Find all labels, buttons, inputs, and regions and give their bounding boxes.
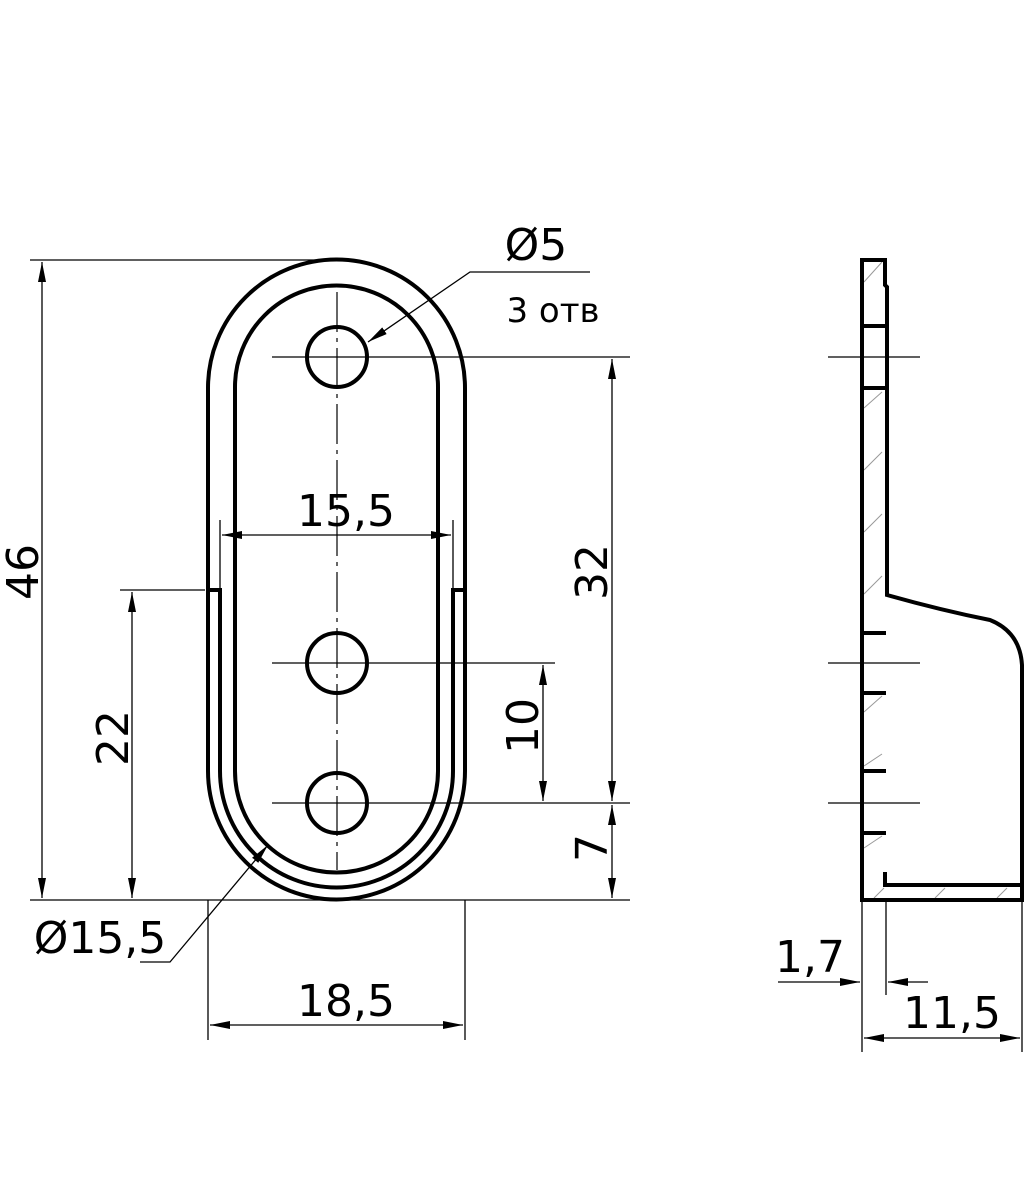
dim-18-5: 18,5 [210, 976, 463, 1029]
centerlines [272, 292, 630, 870]
dim-7: 7 [567, 805, 618, 898]
leader-arc-diameter: Ø15,5 [34, 844, 269, 964]
foot-inner [883, 872, 1022, 887]
hatching [863, 261, 1008, 899]
dim-label-depth: 11,5 [903, 988, 1001, 1039]
dim-label-hole-spacing-top: 32 [567, 544, 618, 600]
dim-32: 32 [567, 359, 618, 801]
side-centerlines [828, 356, 920, 804]
side-view: 1,7 11,5 [775, 258, 1024, 1052]
label-arc-diameter: Ø15,5 [34, 913, 167, 964]
label-hole-diameter: Ø5 [505, 220, 568, 271]
dim-15-5: 15,5 [222, 486, 451, 539]
dim-label-overall-height: 46 [0, 544, 49, 600]
dim-46: 46 [0, 262, 49, 898]
dim-label-hole-spacing-bottom: 10 [498, 698, 549, 754]
dim-label-outer-width: 18,5 [297, 976, 395, 1027]
dim-10: 10 [498, 665, 549, 801]
side-profile [860, 258, 1024, 902]
dim-label-inner-width: 15,5 [297, 486, 395, 537]
inner-plate-contour [233, 283, 440, 875]
side-extension-lines [861, 900, 1023, 1052]
dim-22: 22 [88, 592, 139, 898]
front-view: 46 22 15,5 18,5 32 10 7 Ø5 3 отв [0, 220, 630, 1040]
leader-hole-diameter: Ø5 3 отв [367, 220, 600, 343]
label-hole-count: 3 отв [506, 291, 599, 331]
dim-1-7: 1,7 [775, 932, 928, 986]
hole-separators [862, 324, 886, 835]
dim-label-bottom-offset: 7 [567, 834, 618, 862]
dim-label-lower-height: 22 [88, 710, 139, 766]
extension-lines [30, 259, 630, 1040]
dim-label-thickness: 1,7 [775, 932, 845, 983]
dim-11-5: 11,5 [864, 988, 1020, 1042]
